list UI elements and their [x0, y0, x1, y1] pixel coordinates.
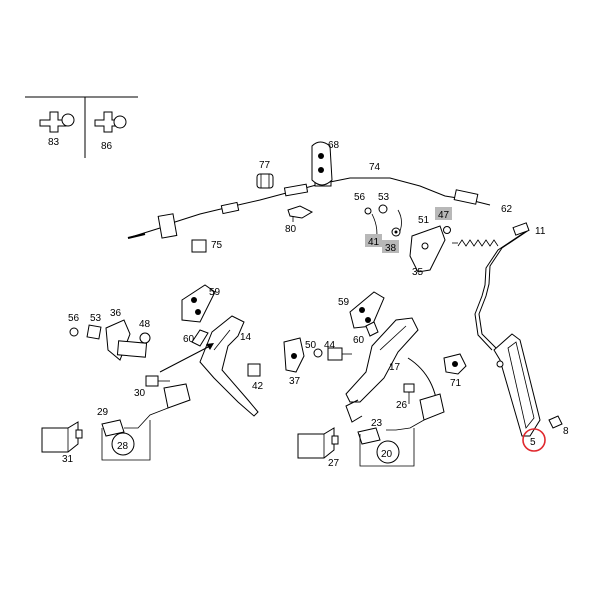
- label-28: 28: [117, 441, 129, 452]
- label-26: 26: [396, 400, 408, 411]
- label-83: 83: [48, 137, 60, 148]
- label-74: 74: [369, 162, 381, 173]
- label-20: 20: [381, 449, 393, 460]
- label-38: 38: [385, 243, 397, 254]
- inset-box-86: 86: [85, 96, 138, 152]
- label-14: 14: [240, 332, 252, 343]
- throttle-cable: 74: [127, 162, 491, 239]
- label-48: 48: [139, 319, 151, 330]
- label-23: 23: [371, 418, 383, 429]
- label-41: 41: [368, 237, 380, 248]
- part-80-clip: 80: [285, 205, 314, 235]
- label-80: 80: [285, 224, 297, 235]
- label-31: 31: [62, 454, 74, 465]
- part-77-grommet: 77: [256, 160, 274, 189]
- top-hardware-group: 56 53 41 38 47 51 35: [354, 192, 452, 278]
- center-assembly: 59 60 17 50 44 37 71 26 23: [283, 291, 467, 469]
- label-60-center: 60: [353, 335, 365, 346]
- label-75: 75: [211, 240, 223, 251]
- label-59-center: 59: [338, 297, 350, 308]
- label-77: 77: [259, 160, 271, 171]
- accelerator-pedal: 8 5: [493, 333, 569, 452]
- label-5: 5: [530, 437, 536, 448]
- label-59-left: 59: [209, 287, 221, 298]
- label-29: 29: [97, 407, 109, 418]
- label-8: 8: [563, 426, 569, 437]
- label-17: 17: [389, 362, 401, 373]
- label-71: 71: [450, 378, 462, 389]
- label-box-38: [382, 240, 399, 253]
- label-50: 50: [305, 340, 317, 351]
- label-68: 68: [328, 140, 340, 151]
- label-44: 44: [324, 340, 336, 351]
- label-56-top: 56: [354, 192, 366, 203]
- part-11-pedal-rod: 11: [474, 222, 546, 351]
- part-75-clip: 75: [191, 239, 223, 253]
- label-47: 47: [438, 210, 450, 221]
- label-56-left: 56: [68, 313, 80, 324]
- label-53-left: 53: [90, 313, 102, 324]
- left-assembly: 59 56 53 36 48 60 14 42 30 29 28: [41, 284, 264, 465]
- label-36: 36: [110, 308, 122, 319]
- label-53-top: 53: [378, 192, 390, 203]
- label-86: 86: [101, 141, 113, 152]
- part-62-spring: 62: [452, 204, 513, 247]
- label-51: 51: [418, 215, 430, 226]
- label-11: 11: [535, 226, 546, 237]
- highlight-circle: [522, 428, 546, 452]
- label-30: 30: [134, 388, 146, 399]
- label-27: 27: [328, 458, 340, 469]
- label-60-left: 60: [183, 334, 195, 345]
- inset-box-83: 83: [25, 96, 86, 158]
- part-68-bracket: 68: [311, 140, 340, 186]
- label-42: 42: [252, 381, 264, 392]
- label-37: 37: [289, 376, 301, 387]
- label-35: 35: [412, 267, 424, 278]
- label-box-47: [435, 207, 452, 220]
- label-62: 62: [501, 204, 513, 215]
- label-box-41: [365, 234, 382, 247]
